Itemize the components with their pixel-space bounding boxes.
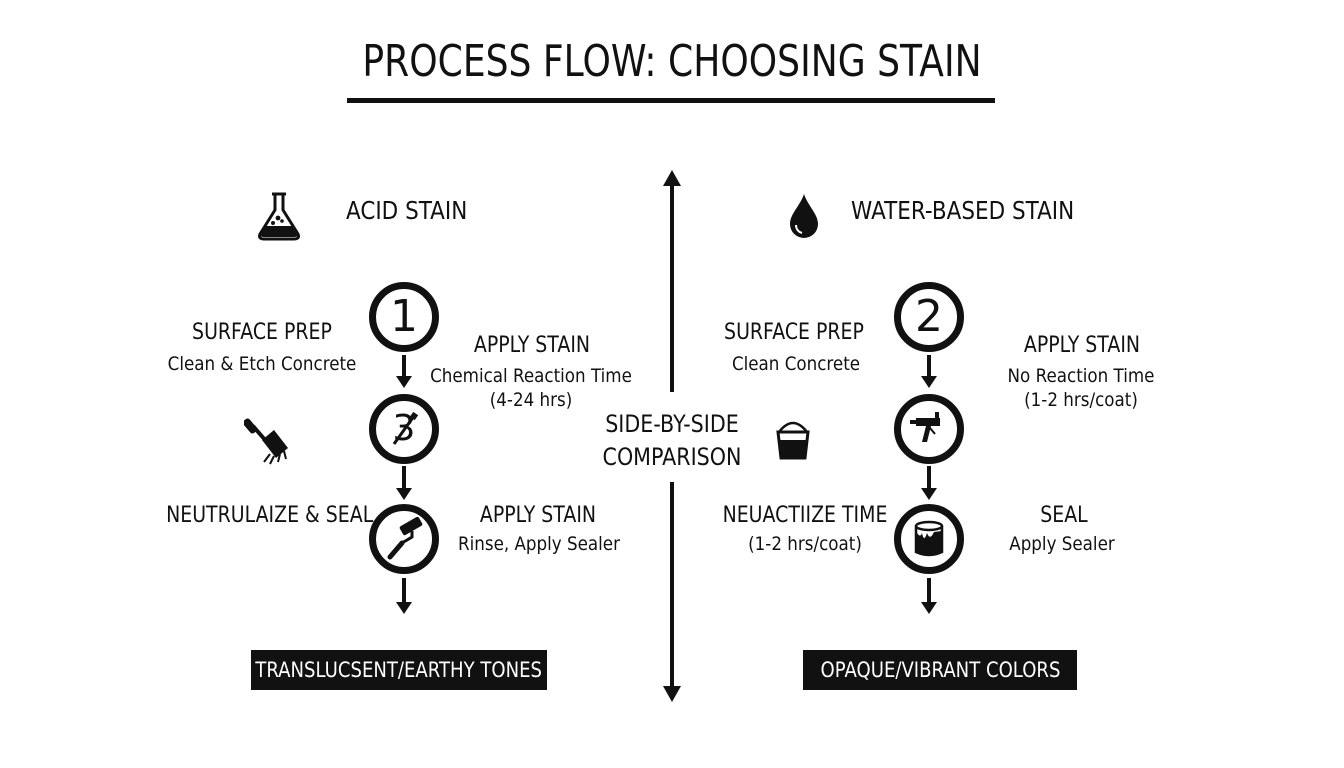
title-underline	[347, 98, 995, 103]
right-step-1-right-sub2: (1-2 hrs/coat)	[1024, 389, 1138, 411]
left-result-text: TRANSLUCSENT/EARTHY TONES	[255, 658, 543, 682]
right-step-1-right-sub1: No Reaction Time	[1007, 365, 1155, 387]
tool-overlay-icon	[384, 410, 424, 454]
right-step-1-number: 2	[915, 291, 943, 342]
center-arrowhead-up	[663, 170, 681, 186]
center-arrowhead-down	[663, 686, 681, 702]
left-step-1-circle: 1	[369, 282, 439, 352]
left-step-1-sub: Clean & Etch Concrete	[167, 353, 357, 375]
brush-icon	[243, 414, 292, 470]
left-step-1-label: SURFACE PREP	[192, 320, 332, 345]
left-step-3-right-label: APPLY STAIN	[479, 503, 597, 528]
left-step-3-circle	[369, 504, 439, 574]
page-title: PROCESS FLOW: CHOOSING STAIN	[362, 36, 982, 87]
right-step-1-label: SURFACE PREP	[724, 320, 864, 345]
left-step-1-right-label: APPLY STAIN	[473, 333, 591, 358]
left-arrowhead-3	[396, 602, 412, 614]
right-step-2-circle	[894, 394, 964, 464]
left-arrowhead-1	[396, 376, 412, 388]
right-column-header: WATER-BASED STAIN	[851, 196, 1075, 225]
spray-gun-icon	[910, 412, 940, 442]
right-result-badge: OPAQUE/VIBRANT COLORS	[803, 650, 1077, 690]
left-step-1-number: 1	[390, 291, 418, 342]
bucket-icon	[774, 414, 812, 466]
right-step-3-right-sub: Apply Sealer	[1009, 533, 1115, 555]
right-step-3-sub: (1-2 hrs/coat)	[748, 533, 862, 555]
right-arrowhead-1	[921, 376, 937, 388]
right-step-3-label: NEUACTIIZE TIME	[722, 503, 888, 528]
water-drop-icon	[782, 188, 826, 246]
right-step-1-sub: Clean Concrete	[731, 353, 861, 375]
left-column-header: ACID STAIN	[346, 196, 468, 225]
center-label-line2: COMPARISON	[602, 443, 742, 471]
left-step-3-label: NEUTRULAIZE & SEAL	[166, 503, 374, 528]
right-result-text: OPAQUE/VIBRANT COLORS	[820, 658, 1060, 682]
left-step-3-right-sub: Rinse, Apply Sealer	[458, 533, 620, 555]
center-label-line1: SIDE-BY-SIDE	[605, 410, 739, 438]
flask-icon	[252, 190, 306, 248]
right-step-1-right-label: APPLY STAIN	[1023, 333, 1141, 358]
right-step-1-circle: 2	[894, 282, 964, 352]
left-result-badge: TRANSLUCSENT/EARTHY TONES	[251, 650, 547, 690]
paint-can-icon	[914, 520, 944, 557]
left-step-1-right-sub1: Chemical Reaction Time	[430, 365, 632, 387]
right-arrowhead-3	[921, 602, 937, 614]
left-arrowhead-2	[396, 488, 412, 500]
right-arrowhead-2	[921, 488, 937, 500]
left-step-1-right-sub2: (4-24 hrs)	[489, 389, 573, 411]
right-step-3-right-label: SEAL	[1040, 503, 1088, 528]
right-step-3-circle	[894, 504, 964, 574]
paint-roller-icon	[387, 517, 423, 560]
